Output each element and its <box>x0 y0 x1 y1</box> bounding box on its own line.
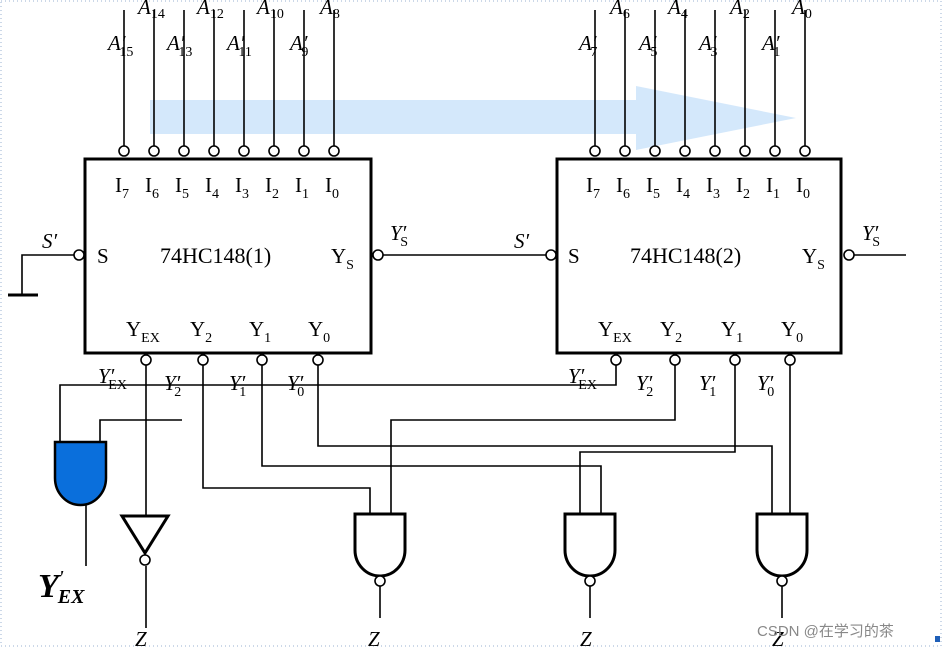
chip2-ys-label: Y′S <box>862 221 880 250</box>
chip2-input-I3: I3 <box>706 173 720 202</box>
chip1-ys-label: Y′S <box>390 221 408 250</box>
highlight-arrow <box>150 86 796 150</box>
chip1-s-pin: S <box>97 244 109 268</box>
chip1-yex-pin: YEX <box>126 317 160 346</box>
corner-marker <box>935 636 940 642</box>
z0-output-label: Z <box>772 627 784 648</box>
chip2-y0-label: Y′0 <box>757 371 774 400</box>
chip2-name: 74HC148(2) <box>630 243 741 268</box>
chip1-y0-pin: Y0 <box>308 317 330 346</box>
chip2-yex-pin: YEX <box>598 317 632 346</box>
chip2-input-I0: I0 <box>796 173 810 202</box>
chip2-s-label: S′ <box>514 229 530 253</box>
chip1-y2-pin: Y2 <box>190 317 212 346</box>
chip-74hc148-1: I7 I6 I5 I4 I3 I2 I1 I0 74HC148(1) S YS … <box>73 10 384 366</box>
chip2-input-I4: I4 <box>676 173 690 202</box>
inverter-gate <box>119 514 171 566</box>
svg-text:A10: A10 <box>255 0 284 22</box>
svg-text:A0: A0 <box>790 0 812 22</box>
svg-text:A′7: A′7 <box>577 31 597 60</box>
chip1-input-I1: I1 <box>295 173 309 202</box>
svg-text:A4: A4 <box>666 0 688 22</box>
chip1-input-I0: I0 <box>325 173 339 202</box>
svg-text:A′3: A′3 <box>697 31 717 60</box>
z2-output-label: Z <box>368 627 380 648</box>
chip1-input-I2: I2 <box>265 173 279 202</box>
chip2-input-I7: I7 <box>586 173 600 202</box>
chip2-input-I2: I2 <box>736 173 750 202</box>
chip1-yex-label: Y′EX <box>98 364 127 393</box>
chip2-ys-pin: YS <box>802 244 825 273</box>
chip2-y0-pin: Y0 <box>781 317 803 346</box>
svg-text:A8: A8 <box>318 0 340 22</box>
svg-text:A6: A6 <box>608 0 630 22</box>
chip1-ys-pin: YS <box>331 244 354 273</box>
chip1-input-I3: I3 <box>235 173 249 202</box>
yex-output-label: Y'EX <box>38 567 85 608</box>
svg-text:A′15: A′15 <box>106 31 133 60</box>
output-wires <box>59 365 791 628</box>
chip1-name: 74HC148(1) <box>160 243 271 268</box>
yex-and-gate <box>53 440 108 507</box>
svg-text:A′11: A′11 <box>225 31 252 60</box>
chip1-enable-ground <box>8 254 74 297</box>
chip2-y1-pin: Y1 <box>721 317 743 346</box>
watermark: CSDN @在学习的茶 <box>757 623 894 640</box>
svg-text:A12: A12 <box>195 0 224 22</box>
chip2-input-I5: I5 <box>646 173 660 202</box>
nand-gate-z0 <box>755 512 809 587</box>
nand-gate-z1 <box>563 512 617 587</box>
chip1-y0-label: Y′0 <box>287 371 304 400</box>
svg-text:A′5: A′5 <box>637 31 657 60</box>
chip2-yex-label: Y′EX <box>568 364 597 393</box>
chip-74hc148-2: I7 I6 I5 I4 I3 I2 I1 I0 74HC148(2) S YS … <box>545 10 855 366</box>
chip2-input-I6: I6 <box>616 173 630 202</box>
z3-output-label: Z <box>135 627 147 648</box>
chip2-input-I1: I1 <box>766 173 780 202</box>
svg-text:A′9: A′9 <box>288 31 308 60</box>
nand-gate-z2 <box>353 512 407 587</box>
chip1-input-I5: I5 <box>175 173 189 202</box>
chip2-s-pin: S <box>568 244 580 268</box>
chip1-y2-label: Y′2 <box>164 371 181 400</box>
chip1-input-I7: I7 <box>115 173 129 202</box>
chip1-input-I6: I6 <box>145 173 159 202</box>
svg-text:A2: A2 <box>728 0 750 22</box>
svg-text:A′13: A′13 <box>165 31 192 60</box>
chip1-s-label: S′ <box>42 229 58 253</box>
chip1-y1-pin: Y1 <box>249 317 271 346</box>
z1-output-label: Z <box>580 627 592 648</box>
chip2-y2-pin: Y2 <box>660 317 682 346</box>
svg-text:A14: A14 <box>136 0 165 22</box>
chip2-y2-label: Y′2 <box>636 371 653 400</box>
chip2-y1-label: Y′1 <box>699 371 716 400</box>
chip1-input-I4: I4 <box>205 173 219 202</box>
chip2-top-labels: A6 A4 A2 A0 A′7 A′5 A′3 A′1 <box>577 0 812 60</box>
chip1-y1-label: Y′1 <box>229 371 246 400</box>
svg-text:A′1: A′1 <box>760 31 780 60</box>
